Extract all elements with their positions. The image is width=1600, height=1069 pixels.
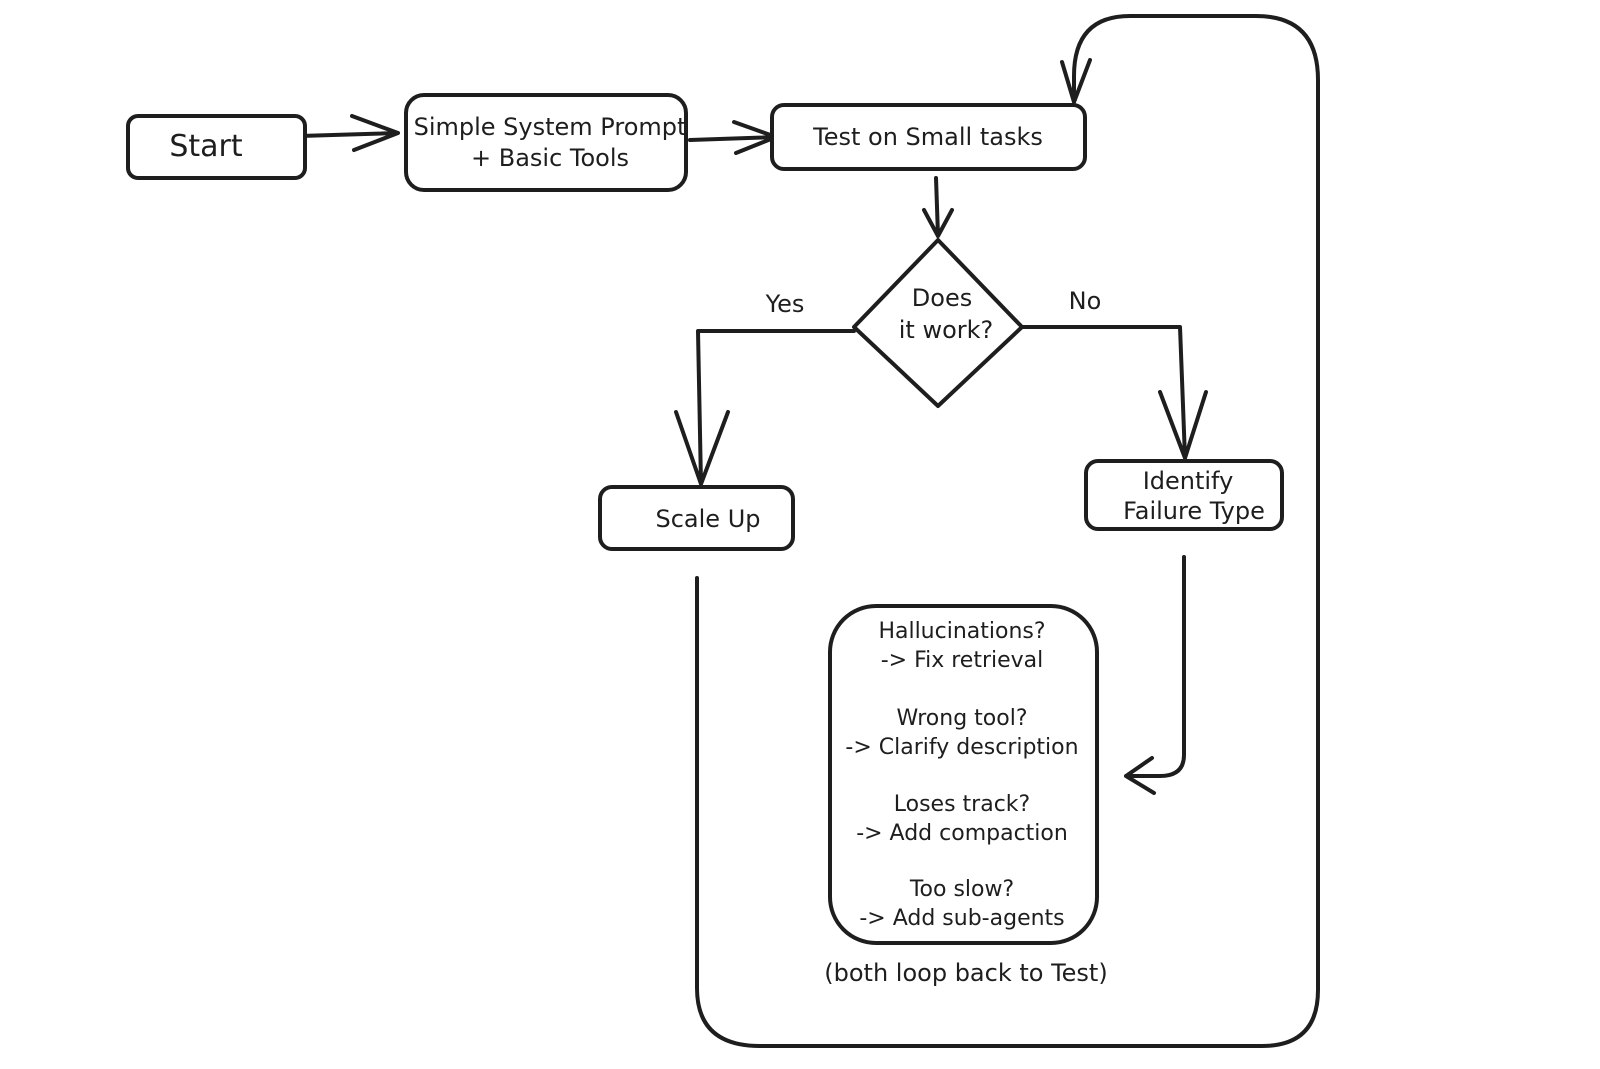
connectors	[298, 14, 1320, 1048]
loop-note: (both loop back to Test)	[824, 959, 1107, 987]
arrow-identify-to-failures	[1124, 555, 1186, 795]
failure-fix: -> Add compaction	[856, 821, 1068, 846]
failure-question: Too slow?	[909, 877, 1014, 902]
arrow-start-to-prompt	[298, 114, 400, 152]
start-node: Start	[126, 114, 307, 180]
failure-question: Hallucinations?	[878, 619, 1045, 644]
failure-question: Wrong tool?	[896, 706, 1027, 731]
arrow-test-to-decision	[922, 176, 954, 238]
identify-label-line2: Failure Type	[1123, 497, 1265, 525]
test-node: Test on Small tasks	[770, 103, 1087, 171]
failure-fix: -> Clarify description	[845, 735, 1078, 760]
loop-back-to-test	[695, 14, 1320, 1048]
arrow-prompt-to-test	[688, 120, 778, 155]
scale-up-label: Scale Up	[656, 505, 761, 533]
identify-node: Identify Failure Type	[1084, 459, 1284, 531]
decision-label-line2: it work?	[899, 316, 994, 344]
identify-label-line1: Identify	[1143, 467, 1234, 495]
prompt-label-line2: + Basic Tools	[471, 144, 629, 172]
failures-node: Hallucinations? -> Fix retrieval Wrong t…	[828, 604, 1099, 945]
arrow-no-to-identify	[1020, 325, 1208, 460]
scale-up-node: Scale Up	[598, 485, 795, 551]
decision-label-line1: Does	[912, 284, 972, 312]
prompt-label-line1: Simple System Prompt	[414, 113, 687, 141]
arrow-yes-to-scale-up	[674, 329, 856, 486]
edge-label-no: No	[1069, 287, 1102, 315]
prompt-node: Simple System Prompt + Basic Tools	[404, 93, 688, 192]
edge-label-yes: Yes	[765, 290, 805, 318]
decision-node: Does it work?	[852, 238, 1024, 408]
failure-fix: -> Add sub-agents	[859, 906, 1064, 931]
start-label: Start	[169, 129, 243, 164]
failure-fix: -> Fix retrieval	[881, 648, 1044, 673]
failure-question: Loses track?	[894, 792, 1030, 817]
test-label: Test on Small tasks	[812, 123, 1043, 151]
